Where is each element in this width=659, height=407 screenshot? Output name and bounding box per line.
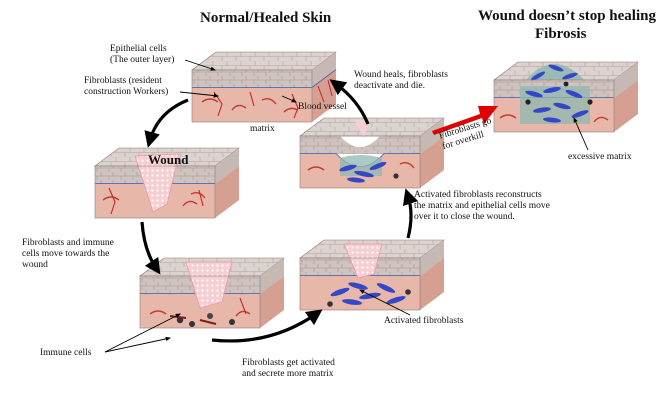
label-wound-heals: Wound heals, fibroblasts deactivate and … — [354, 70, 448, 92]
label-move-line2: cells move towards the — [22, 249, 110, 259]
label-wound: Wound — [148, 152, 189, 167]
label-epithelial-line2: (The outer layer) — [110, 55, 175, 65]
arrow-reconstruction-to-normal — [329, 79, 370, 125]
pointer-lines — [104, 59, 589, 353]
label-activated-reconstructs: Activated fibroblasts reconstructs the m… — [414, 190, 550, 223]
skin-block-wound — [94, 147, 240, 219]
label-activated-line1: Fibroblasts get activated — [242, 358, 335, 368]
fibrosis-arrow — [432, 106, 498, 135]
skin-block-fibrosis — [493, 61, 639, 133]
label-move-line1: Fibroblasts and immune — [22, 238, 114, 248]
label-matrix: matrix — [250, 124, 275, 134]
label-fibroblasts-line2: construction Workers) — [84, 87, 169, 97]
label-blood-vessel: Blood vessel — [298, 102, 347, 112]
label-activated-fibroblasts: Activated fibroblasts — [384, 316, 464, 326]
label-recon-line3: over it to close the wound. — [414, 212, 515, 222]
skin-block-reconstruction — [299, 117, 445, 189]
label-fibroblasts-resident: Fibroblasts (resident construction Worke… — [84, 76, 168, 98]
label-immune-cells: Immune cells — [40, 348, 92, 358]
label-move-line3: wound — [22, 260, 48, 270]
arrow-wound-to-migration — [140, 221, 161, 275]
label-activated-line2: and secrete more matrix — [242, 369, 334, 379]
label-wound-heals-line1: Wound heals, fibroblasts — [354, 70, 448, 80]
skin-block-normal — [191, 51, 337, 123]
label-get-activated: Fibroblasts get activated and secrete mo… — [242, 358, 335, 380]
arrow-normal-to-wound — [144, 98, 189, 148]
arrow-activated-to-reconstruction — [402, 188, 419, 239]
title-normal-skin: Normal/Healed Skin — [200, 10, 332, 26]
skin-block-activated — [299, 239, 445, 311]
cycle-arrows — [140, 79, 419, 343]
label-recon-line1: Activated fibroblasts reconstructs — [414, 190, 542, 200]
label-fibroblasts-line1: Fibroblasts (resident — [84, 76, 162, 86]
label-fibroblasts-move: Fibroblasts and immune cells move toward… — [22, 238, 114, 271]
title-fibrosis-line1: Wound doesn’t stop healing – — [478, 8, 659, 24]
skin-block-migration — [139, 257, 285, 329]
label-recon-line2: the matrix and epithelial cells move — [414, 201, 550, 211]
label-epithelial-line1: Epithelial cells — [110, 44, 167, 54]
arrow-migration-to-activated — [211, 309, 323, 343]
title-fibrosis-line2: Fibrosis — [535, 26, 587, 42]
label-epithelial-cells: Epithelial cells (The outer layer) — [110, 44, 174, 66]
label-wound-heals-line2: deactivate and die. — [354, 81, 425, 91]
label-excessive-matrix: excessive matrix — [568, 152, 632, 162]
